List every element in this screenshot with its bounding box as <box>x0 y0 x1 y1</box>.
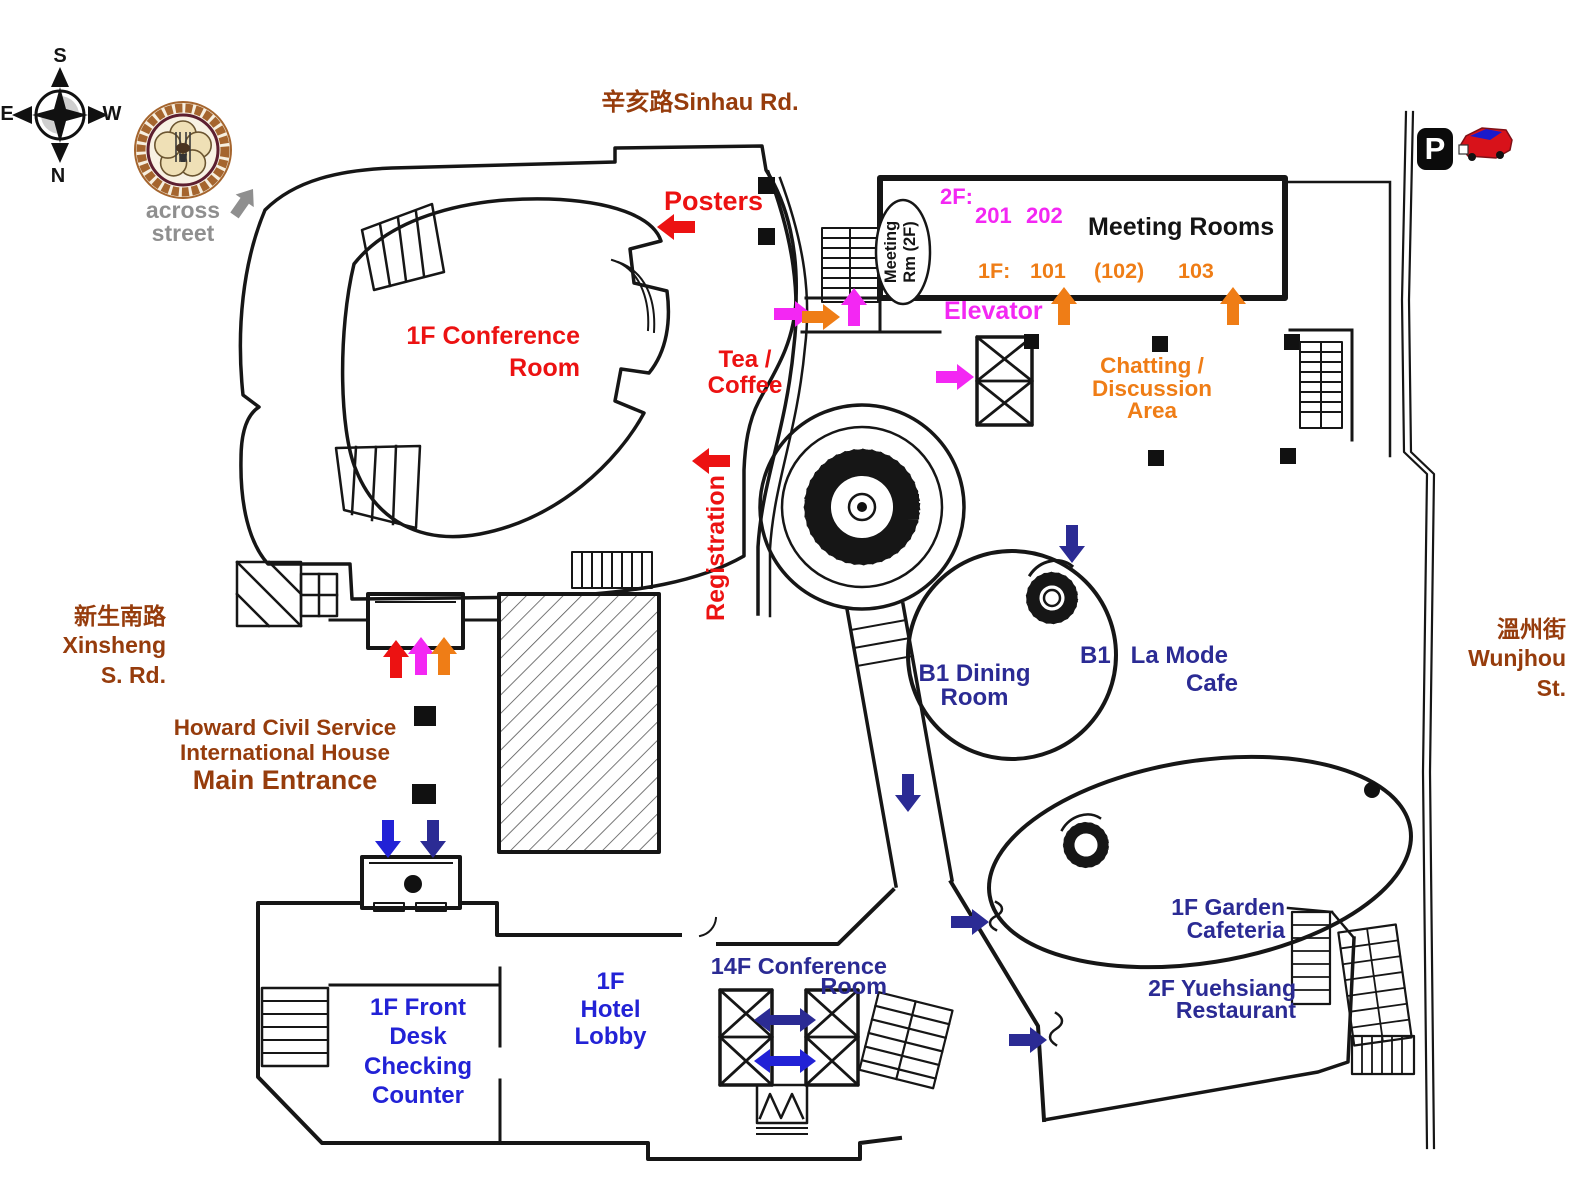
floor2-prefix: 2F: <box>940 184 973 209</box>
registration-corridor-wall-inner <box>768 176 809 618</box>
registration-corridor-wall-outer <box>756 169 798 616</box>
front-desk-room <box>260 966 502 1142</box>
room-103: 103 <box>1178 259 1214 283</box>
stair-block-south <box>571 551 653 589</box>
meeting-rm-2f-oval <box>874 198 932 306</box>
elevator-shaft-main <box>975 335 1034 427</box>
garden-cafeteria-shell <box>987 754 1413 970</box>
room-102: (102) <box>1094 259 1145 283</box>
room-202: 202 <box>1026 203 1063 228</box>
street-name-sinhau: 辛亥路Sinhau Rd. <box>601 89 799 116</box>
compass-rose <box>12 67 108 163</box>
dining-spiral-stair <box>1026 559 1078 624</box>
hotel-lobby-label: 1F Hotel Lobby <box>574 968 647 1051</box>
yuehsiang-restaurant-label: 2F Yuehsiang Restaurant <box>1148 975 1296 1023</box>
room-201: 201 <box>975 203 1012 228</box>
front-desk-label: 1F Front Desk Checking Counter <box>363 994 473 1109</box>
registration-label: Registration <box>702 475 730 621</box>
parking-sign: P <box>1417 128 1453 170</box>
door-squiggle-cafeteria <box>988 900 1004 932</box>
university-seal-logo <box>134 101 232 199</box>
route-arrows <box>225 182 1246 1073</box>
arrow-up-orange-room101 <box>1051 287 1077 325</box>
arrow-down-blue-main-entrance <box>375 820 401 858</box>
columns <box>412 177 1300 804</box>
compass-letter-south: S <box>53 45 67 67</box>
posters-label: Posters <box>664 186 764 216</box>
arrow-up-magenta-stairs <box>841 288 867 326</box>
arrow-down-navy-walkway <box>895 774 921 812</box>
arrow-up-magenta-side-entrance <box>408 637 434 675</box>
stair-fan-bottom-left <box>334 444 422 530</box>
conference-room-label: 1F Conference Room <box>406 322 580 382</box>
elevator-label: Elevator <box>944 297 1043 325</box>
stage-rows <box>610 258 656 334</box>
door-squiggle-restaurant <box>1048 1011 1064 1047</box>
hatched-area <box>497 592 661 854</box>
across-street-label: across street <box>145 197 221 246</box>
lobby-door-arc <box>698 916 718 938</box>
dining-room-wall <box>906 549 1118 761</box>
compass-letter-north: N <box>50 165 66 187</box>
arrow-down-navy-dining <box>1059 525 1085 563</box>
street-name-xinsheng: 新生南路 Xinsheng S. Rd. <box>62 603 166 688</box>
tea-coffee-label: Tea / Coffee <box>707 346 783 400</box>
compass-letter-east: E <box>0 103 14 125</box>
garden-cafeteria-label: 1F Garden Cafeteria <box>1171 894 1285 943</box>
main-entrance-vestibule <box>360 855 462 912</box>
lobby-elevators <box>718 988 860 1135</box>
walkway-corridor <box>844 601 955 889</box>
la-mode-cafe-label: B1 La Mode <box>1080 642 1229 669</box>
street-name-wunjhou: 溫州街 Wunjhou St. <box>1468 616 1566 701</box>
stairwell-north <box>821 227 879 303</box>
spiral-staircase <box>758 403 966 611</box>
street-boundary-wunjhou <box>1400 110 1436 1150</box>
arrow-up-red-side-entrance <box>383 640 409 678</box>
arrow-down-navy-main-entrance <box>420 820 446 858</box>
la-mode-cafe-label-line2: Cafe <box>1186 670 1239 697</box>
meeting-rooms-label: Meeting Rooms <box>1088 213 1275 241</box>
lobby-stairs-east <box>858 991 954 1090</box>
arrow-right-magenta-elevator <box>936 364 974 390</box>
lobby-building-outline <box>256 879 1047 1161</box>
stair-fan-top-left <box>360 202 446 292</box>
floor1-prefix: 1F: <box>978 259 1011 283</box>
room-101: 101 <box>1030 259 1066 283</box>
chatting-area-label: Chatting / Discussion Area <box>1091 353 1213 423</box>
compass-letter-west: W <box>102 103 122 125</box>
north-passage-walls <box>800 296 942 334</box>
car-icon <box>1458 127 1513 161</box>
utility-rooms-west <box>235 560 339 628</box>
arrow-up-orange-room103 <box>1220 287 1246 325</box>
conference-room-walls <box>340 197 671 539</box>
dining-room-label: B1 Dining Room <box>918 660 1031 711</box>
meeting-rm-2f-label: Meeting Rm (2F) <box>882 220 919 284</box>
side-entrance-vestibule <box>328 592 501 650</box>
main-entrance-label: Howard Civil Service International House… <box>173 715 397 796</box>
stairwell-east <box>1288 328 1354 442</box>
north-east-walls <box>1283 180 1392 458</box>
conference-14f-label: 14F Conference Room <box>710 953 887 999</box>
arrow-up-orange-side-entrance <box>431 637 457 675</box>
restaurant-wing <box>1041 906 1416 1123</box>
